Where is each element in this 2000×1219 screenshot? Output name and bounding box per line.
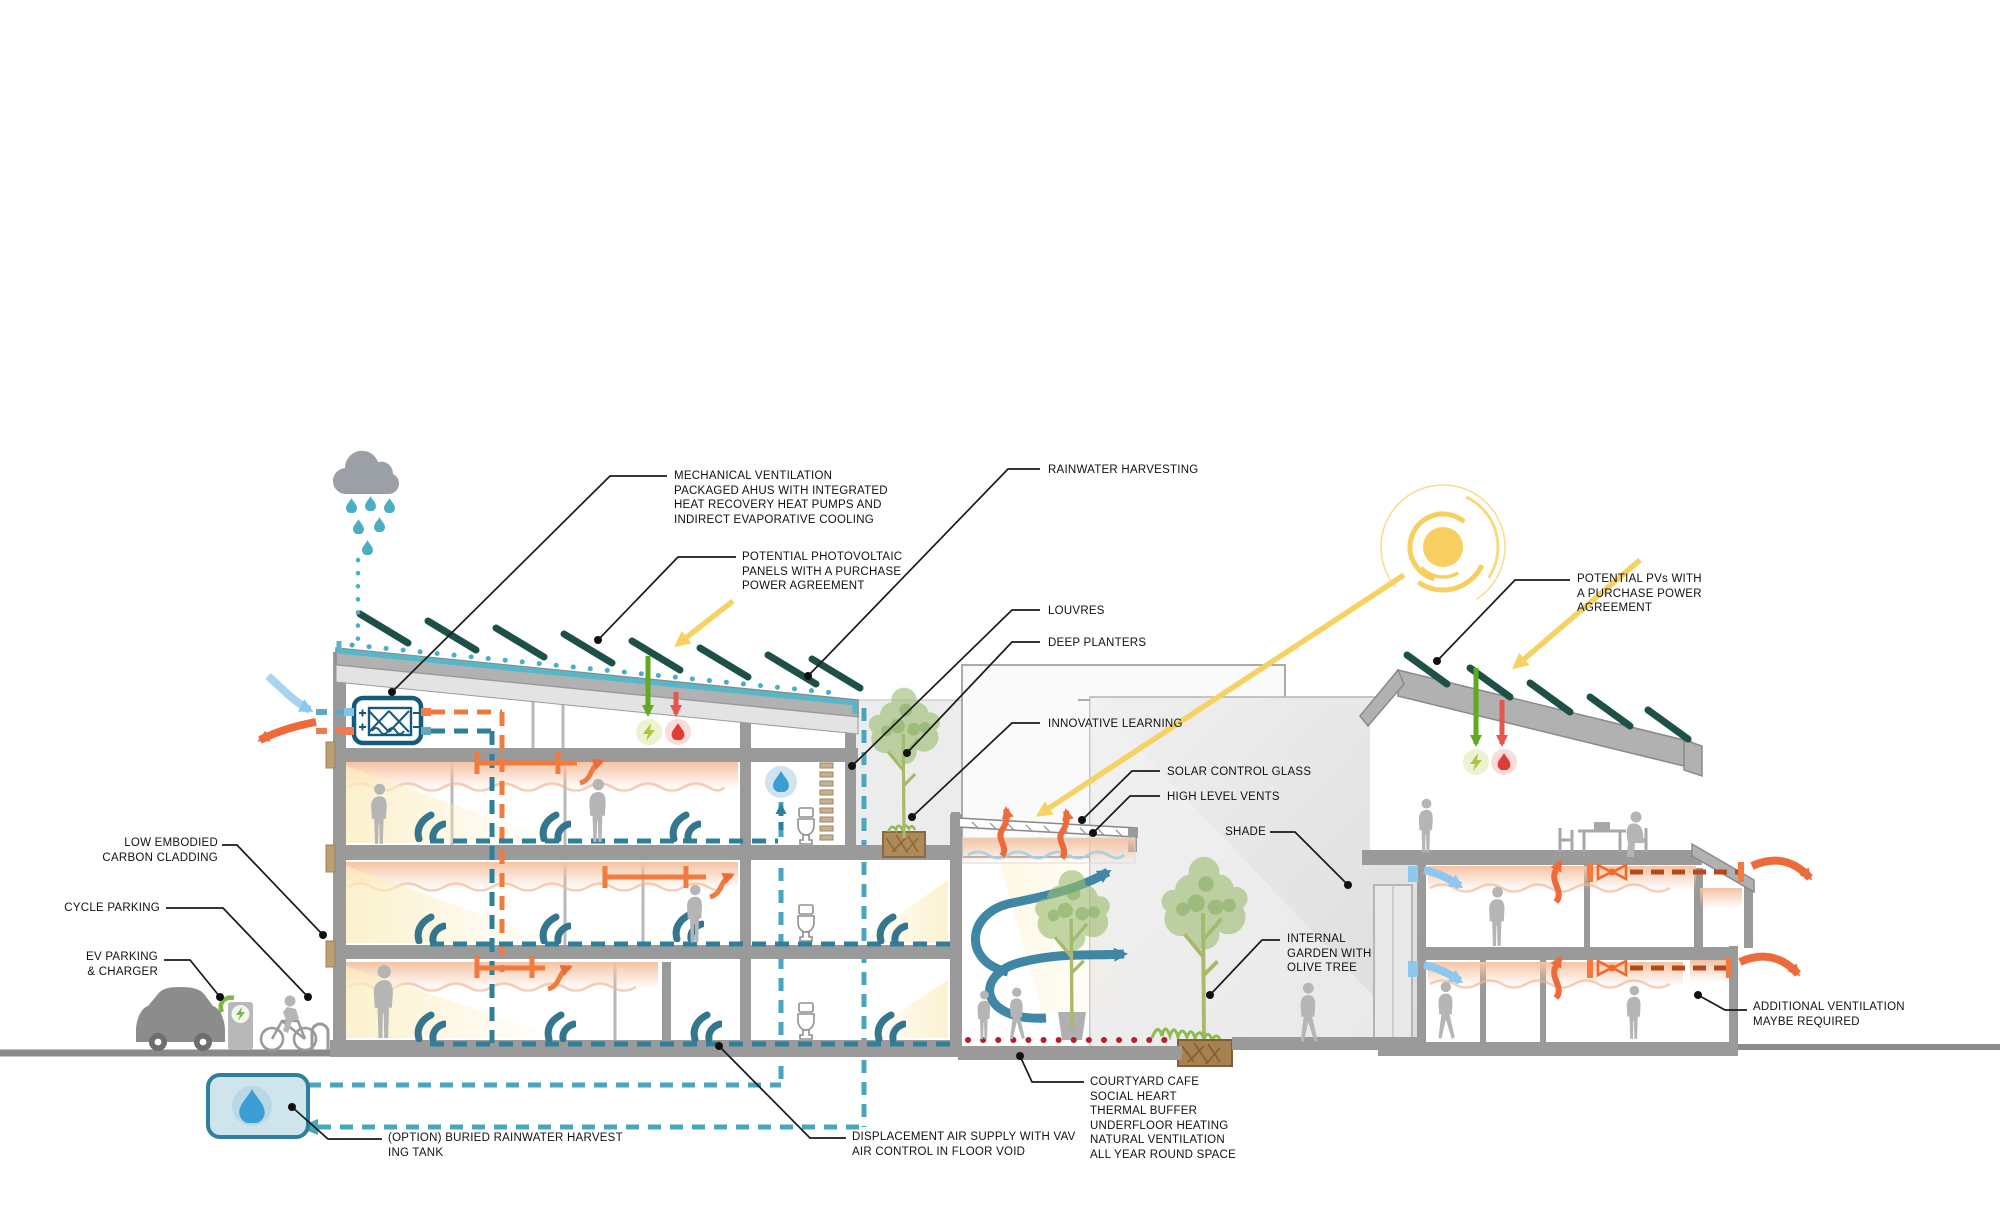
ev-car-icon — [136, 987, 225, 1051]
door-outline — [1373, 884, 1413, 1046]
high-level-vent-arrows — [997, 806, 1074, 860]
courtyard-tree — [1033, 868, 1112, 1040]
rain-collection-dots — [349, 642, 848, 697]
label-mechanical-ventilation: MECHANICAL VENTILATION PACKAGED AHUS WIT… — [674, 470, 888, 526]
seated-person — [1626, 811, 1644, 857]
ahu-heat-recovery-icon — [344, 695, 431, 746]
label-innovative-learning: INNOVATIVE LEARNING — [1048, 718, 1183, 730]
people — [371, 778, 1644, 1043]
leader-dots — [216, 636, 1702, 1111]
exhaust-arrow-icon — [257, 718, 317, 744]
label-courtyard: COURTYARD CAFE SOCIAL HEART THERMAL BUFF… — [1090, 1076, 1237, 1161]
pv-energy-heat-left — [636, 656, 691, 745]
label-low-embodied-cladding: LOW EMBODIED CARBON CLADDING — [102, 837, 218, 864]
low-carbon-cladding — [325, 741, 336, 968]
water-droplet-icon — [765, 766, 797, 798]
label-shade: SHADE — [1225, 826, 1266, 838]
label-displacement-air: DISPLACEMENT AIR SUPPLY WITH VAV AIR CON… — [852, 1131, 1076, 1158]
terrace-and-courtyard — [867, 685, 1422, 1067]
bicycle-icon — [259, 995, 330, 1052]
roof — [335, 641, 859, 735]
wc-stack — [765, 766, 815, 1040]
label-louvres: LOUVRES — [1048, 605, 1105, 617]
fresh-air-arrow-icon — [265, 672, 314, 714]
heat-droplet-icon — [1491, 749, 1517, 775]
ground-line — [0, 1044, 2000, 1057]
leader-lines — [164, 468, 1747, 1140]
olive-tree — [1150, 854, 1250, 1067]
label-potential-pv-right: POTENTIAL PVs WITH A PURCHASE POWER AGRE… — [1577, 573, 1702, 615]
label-potential-pv-left: POTENTIAL PHOTOVOLTAIC PANELS WITH A PUR… — [742, 551, 903, 593]
label-high-level-vents: HIGH LEVEL VENTS — [1167, 791, 1280, 803]
right-building — [1359, 651, 1813, 1056]
louvre-icon — [819, 762, 834, 841]
rain-cloud-icon — [332, 450, 400, 645]
pv-panels-right — [1403, 651, 1692, 743]
rainwater-tank-icon — [206, 1073, 310, 1139]
label-rainwater-harvesting: RAINWATER HARVESTING — [1048, 464, 1199, 476]
shade-wall — [1089, 696, 1423, 1048]
heat-droplet-icon — [665, 719, 691, 745]
ev-charger-icon — [218, 995, 253, 1050]
pv-energy-heat-right — [1463, 668, 1517, 775]
label-internal-garden: INTERNAL GARDEN WITH OLIVE TREE — [1287, 933, 1372, 975]
label-buried-tank: (OPTION) BURIED RAINWATER HARVEST ING TA… — [388, 1132, 623, 1159]
street-parking — [136, 987, 330, 1052]
ceiling-supply-branches — [474, 752, 735, 992]
label-deep-planters: DEEP PLANTERS — [1048, 637, 1147, 649]
label-solar-control-glass: SOLAR CONTROL GLASS — [1167, 766, 1312, 778]
vent-ducts — [316, 709, 950, 1047]
mechanical-extract — [1408, 856, 1813, 1000]
sun-icon — [1380, 484, 1506, 610]
lightning-energy-icon — [1463, 749, 1489, 775]
sun-ray-arrows — [674, 557, 1642, 817]
label-additional-ventilation: ADDITIONAL VENTILATION MAYBE REQUIRED — [1753, 1001, 1905, 1028]
pelmet — [962, 837, 1136, 864]
label-cycle-parking: CYCLE PARKING — [64, 902, 160, 914]
lightning-energy-icon — [636, 719, 662, 745]
left-building — [257, 610, 962, 1057]
label-ev-parking: EV PARKING & CHARGER — [86, 951, 158, 978]
